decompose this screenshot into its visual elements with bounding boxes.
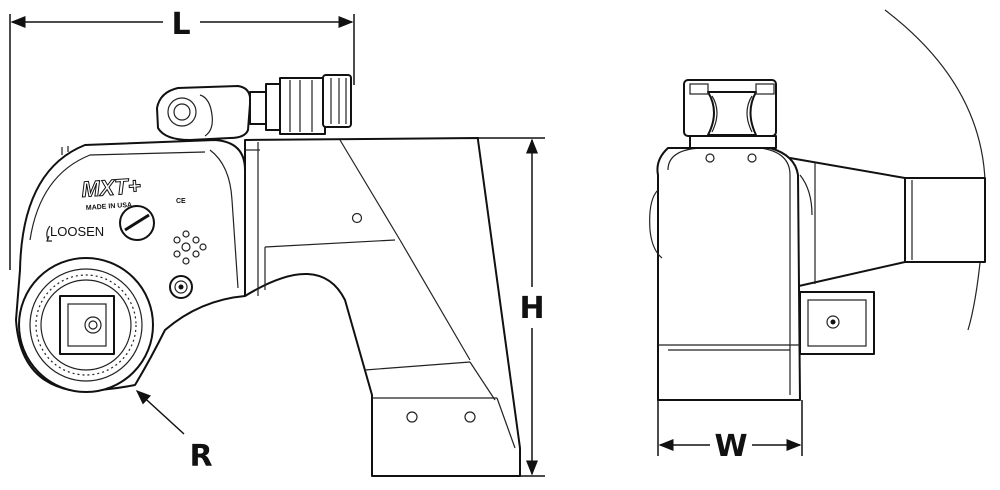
drive-square: [799, 291, 875, 355]
ce-mark: CE: [176, 198, 186, 205]
width-dimension: W: [657, 400, 803, 464]
arm-hole-icon: [406, 411, 418, 423]
release-button-icon: [169, 275, 193, 299]
swing-arc: [884, 9, 986, 331]
ratchet-drive: [18, 257, 154, 393]
height-dimension: H: [478, 137, 545, 477]
tool-branding: MXT+ MADE IN USA CE LOOSEN: [46, 172, 186, 242]
front-housing: [649, 147, 813, 401]
arm-hole-icon: [464, 411, 476, 423]
selector-knob: [119, 205, 155, 241]
arm-screw-icon: [351, 212, 363, 224]
length-dimension: L: [9, 7, 355, 270]
reaction-arm: [244, 137, 521, 477]
brand-logo: MXT+: [81, 173, 142, 202]
loosen-text: LOOSEN: [50, 224, 104, 239]
cylinder: [789, 157, 986, 289]
width-label: W: [714, 429, 747, 464]
front-view: [649, 9, 986, 401]
front-screw-icon: [747, 153, 757, 163]
vent-holes-icon: [173, 230, 207, 265]
length-label: L: [171, 7, 190, 42]
side-view: MXT+ MADE IN USA CE LOOSEN: [15, 74, 521, 477]
height-label: H: [519, 291, 544, 326]
radius-dimension: R: [135, 389, 213, 474]
hydraulic-coupler: [156, 74, 352, 141]
front-screw-icon: [705, 153, 715, 163]
made-in-text: MADE IN USA: [86, 202, 133, 212]
radius-label: R: [189, 439, 212, 474]
top-swivel: [683, 79, 777, 149]
